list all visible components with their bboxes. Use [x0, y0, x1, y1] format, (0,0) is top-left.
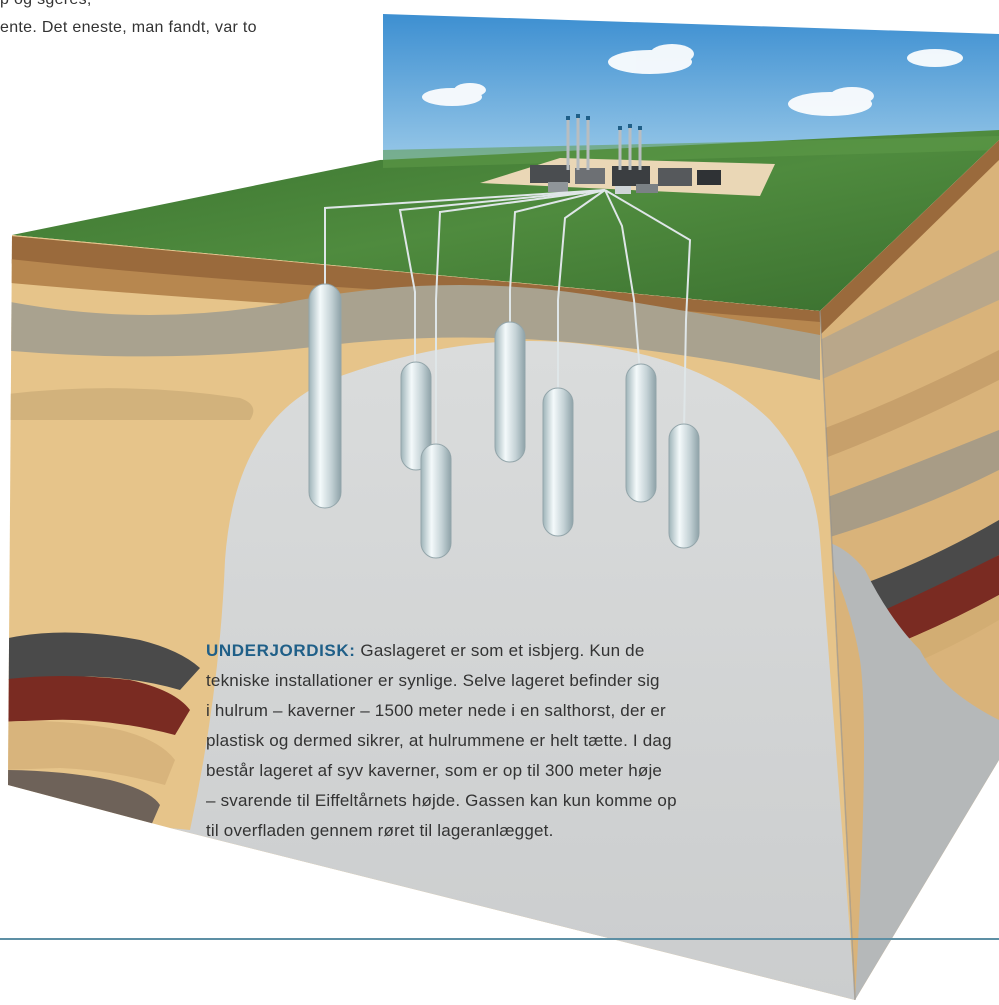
footer-rule [0, 938, 999, 940]
diagram-caption: UNDERJORDISK: Gaslageret er som et isbje… [206, 636, 806, 846]
caption-line-3: i hulrum – kaverner – 1500 meter nede i … [206, 701, 666, 720]
cavern-icon [542, 387, 574, 537]
caption-text-1: Gaslageret er som et isbjerg. Kun de [355, 641, 645, 660]
chimney-icon [566, 118, 642, 170]
front-cross-section [8, 235, 855, 1000]
cavern-icon [668, 423, 700, 549]
caption-line-2: tekniske installationer er synlige. Selv… [206, 671, 660, 690]
cavern-icon [308, 283, 342, 509]
cavern-icon [494, 321, 526, 463]
cavern-icon [420, 443, 452, 559]
caption-line-1: UNDERJORDISK: Gaslageret er som et isbje… [206, 636, 806, 666]
side-cross-section [820, 140, 999, 1000]
caption-line-4: plastisk og dermed sikrer, at hulrummene… [206, 731, 672, 750]
intro-line-1: p og sgeres, [0, 0, 380, 14]
cavern-icon [625, 363, 657, 503]
caption-line-6: – svarende til Eiffeltårnets højde. Gass… [206, 791, 677, 810]
caption-kicker: UNDERJORDISK: [206, 641, 356, 660]
gas-plant-icon [480, 114, 775, 196]
caption-line-7: til overfladen gennem røret til lageranl… [206, 821, 554, 840]
cavern-icon [400, 361, 432, 471]
cavern-group [308, 283, 700, 559]
caption-line-5: består lageret af syv kaverner, som er o… [206, 761, 663, 780]
intro-text: p og sgeres, ente. Det eneste, man fandt… [0, 0, 380, 42]
pipe-icon [324, 189, 692, 450]
intro-line-2: ente. Det eneste, man fandt, var to [0, 19, 257, 36]
cloud-icon [422, 44, 963, 116]
